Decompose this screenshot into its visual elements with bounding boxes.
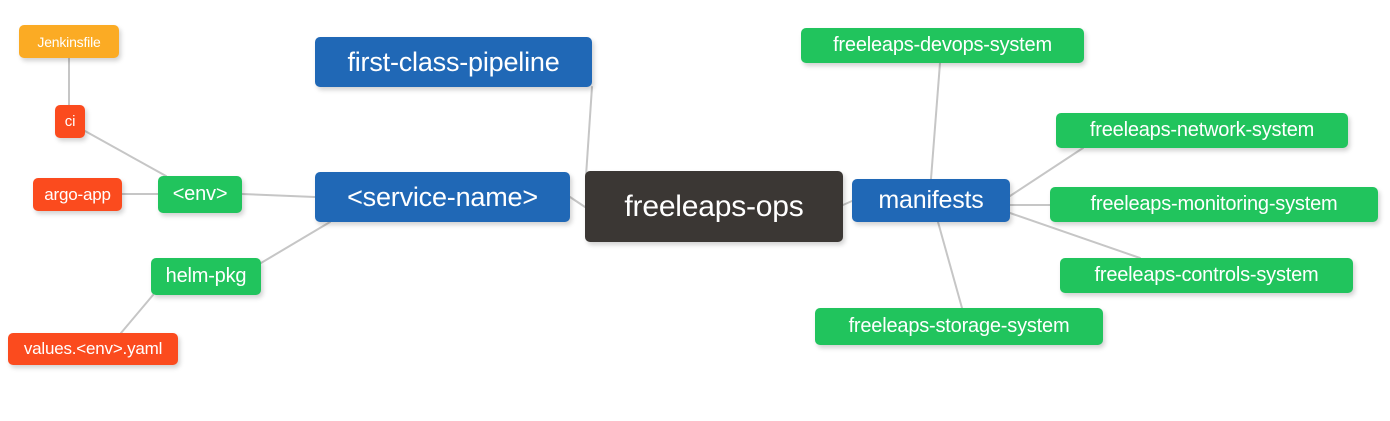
edge-env-to-ci [84,130,167,177]
mindmap-node-monitoring[interactable]: freeleaps-monitoring-system [1050,187,1378,222]
mindmap-node-env[interactable]: <env> [158,176,242,213]
edge-root-to-service [569,196,586,208]
edge-service-to-pipeline [585,86,593,177]
edge-root-to-manifests [842,200,853,206]
mindmap-node-root[interactable]: freeleaps-ops [585,171,843,242]
mindmap-node-service[interactable]: <service-name> [315,172,570,222]
mindmap-node-ci[interactable]: ci [55,105,85,138]
mindmap-node-devops[interactable]: freeleaps-devops-system [801,28,1084,63]
mindmap-node-pipeline[interactable]: first-class-pipeline [315,37,592,87]
edge-helm-to-values [120,294,154,334]
mindmap-node-controls[interactable]: freeleaps-controls-system [1060,258,1353,293]
mindmap-node-helm[interactable]: helm-pkg [151,258,261,295]
mindmap-node-jenkins[interactable]: Jenkinsfile [19,25,119,58]
mindmap-node-manifests[interactable]: manifests [852,179,1010,222]
mindmap-node-network[interactable]: freeleaps-network-system [1056,113,1348,148]
mindmap-node-argo[interactable]: argo-app [33,178,122,211]
edge-service-to-env [241,193,316,198]
edge-manifests-to-devops [930,62,941,180]
edge-manifests-to-storage [937,221,963,309]
mindmap-node-values[interactable]: values.<env>.yaml [8,333,178,365]
mindmap-node-storage[interactable]: freeleaps-storage-system [815,308,1103,345]
edge-service-to-helm [260,221,331,264]
